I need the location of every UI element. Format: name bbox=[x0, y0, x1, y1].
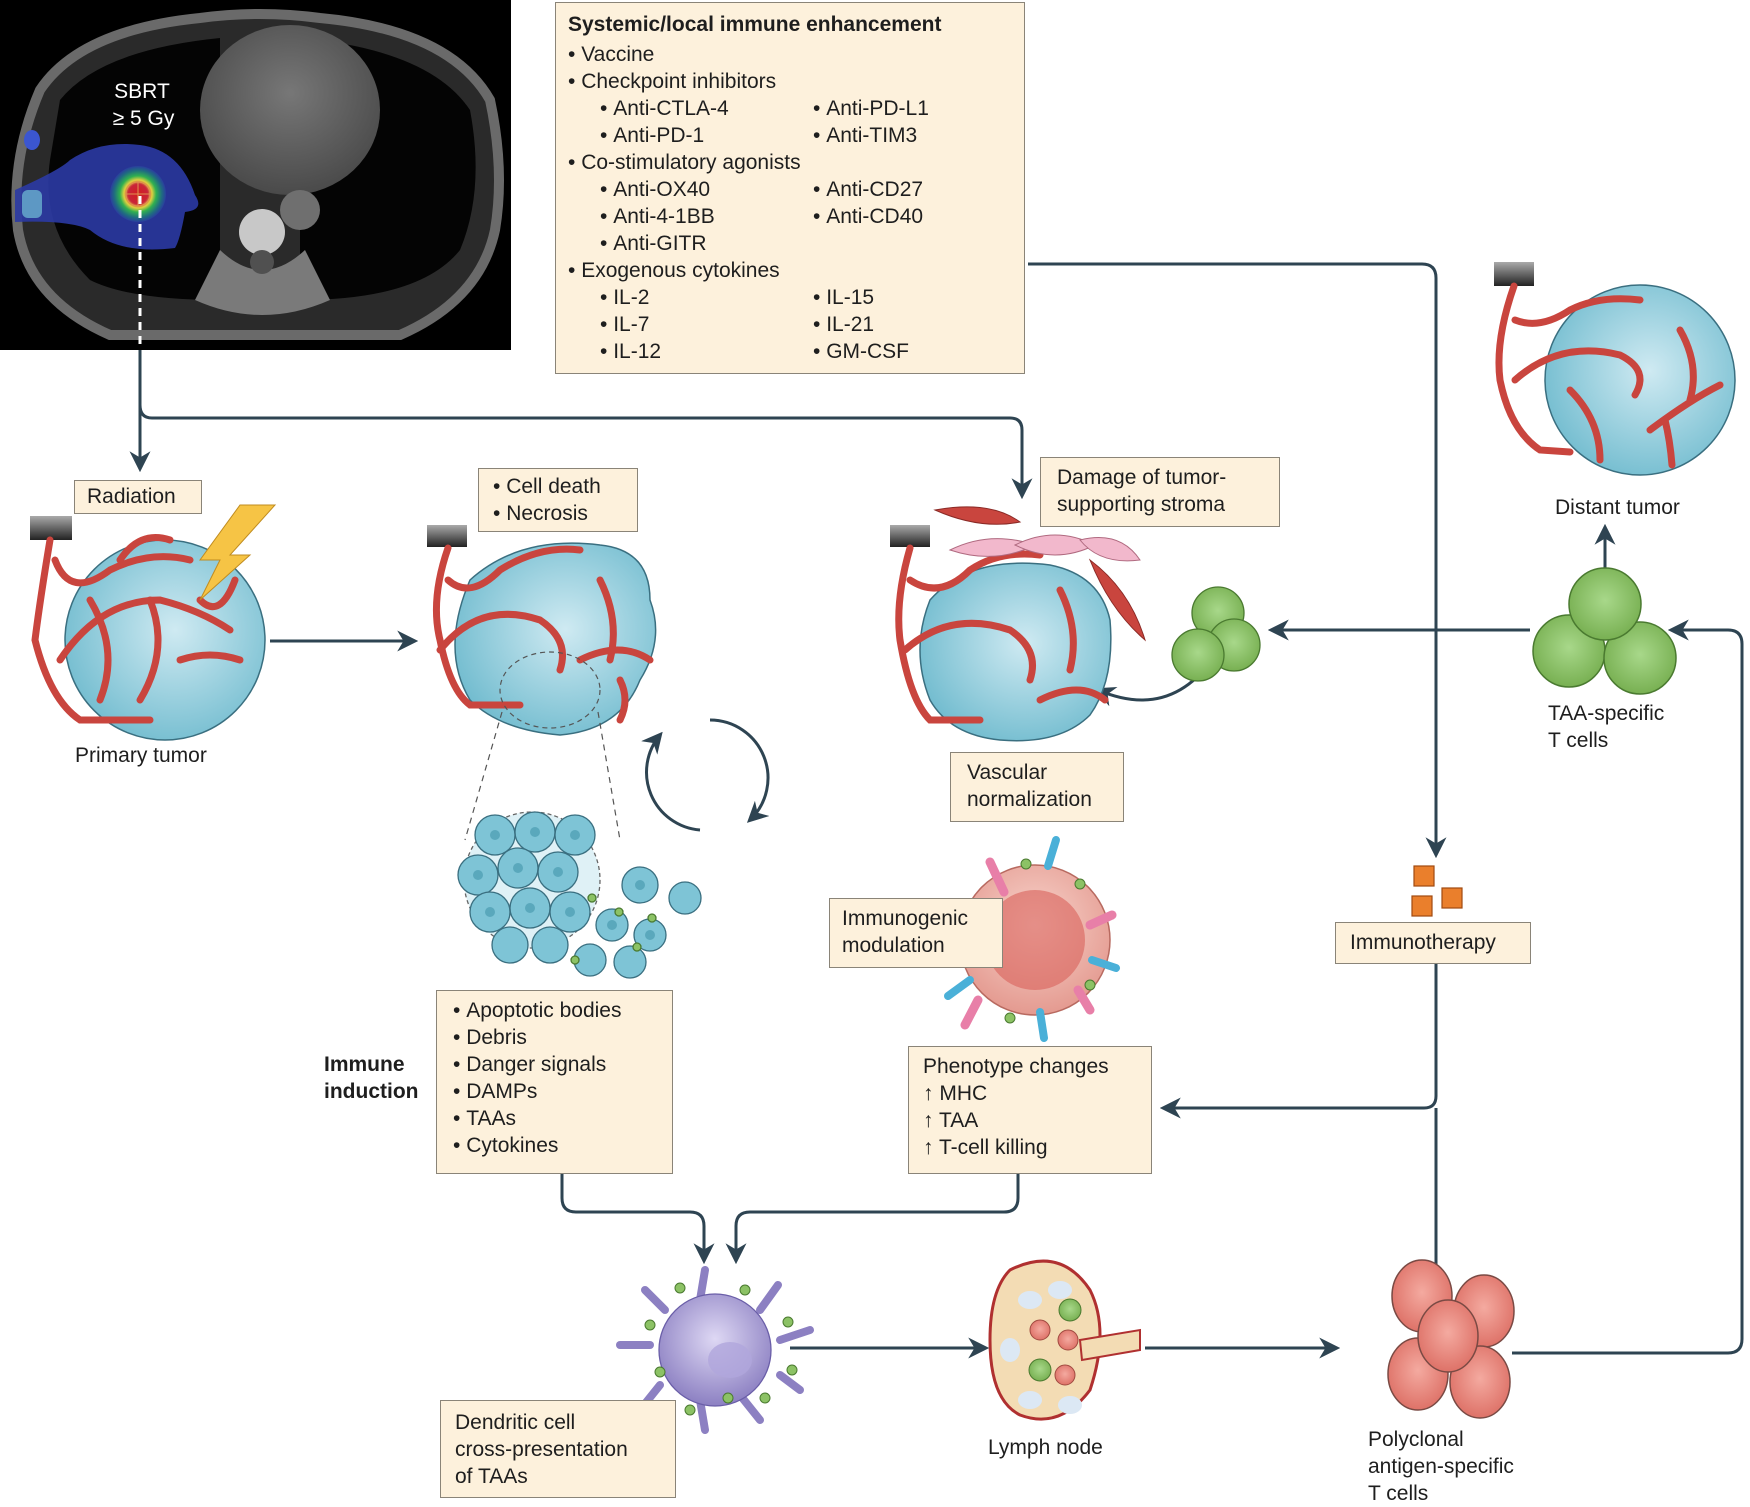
small-t-cells-cluster bbox=[1171, 586, 1261, 682]
up-arrow-icon: ↑ bbox=[923, 1136, 934, 1159]
arrow-phenotype-to-dc bbox=[725, 1172, 1020, 1265]
subitem: Anti-4-1BB bbox=[600, 203, 813, 230]
cell-death-box: Cell death Necrosis bbox=[478, 468, 638, 532]
immune-enhancement-box: Systemic/local immune enhancement Vaccin… bbox=[555, 2, 1025, 374]
immunotherapy-box: Immunotherapy bbox=[1335, 922, 1531, 964]
arrow-to-stroma bbox=[138, 404, 1033, 500]
arrow-induction-to-dc bbox=[560, 1172, 715, 1265]
subitem: GM-CSF bbox=[813, 338, 1013, 365]
subitem: IL-7 bbox=[600, 311, 813, 338]
subitem: IL-12 bbox=[600, 338, 813, 365]
polyclonal-line-1: Polyclonal bbox=[1368, 1428, 1464, 1451]
radiation-label: Radiation bbox=[87, 485, 176, 508]
subitem: Anti-GITR bbox=[600, 230, 813, 257]
polyclonal-line-2: antigen-specific bbox=[1368, 1455, 1514, 1478]
radiation-box: Radiation bbox=[74, 480, 202, 514]
immunogenic-modulation-box: Immunogenic modulation bbox=[829, 898, 1003, 968]
phenotype-changes-box: Phenotype changes ↑ MHC ↑ TAA ↑ T-cell k… bbox=[908, 1046, 1152, 1174]
dose-label: ≥ 5 Gy bbox=[112, 107, 175, 130]
stroma-line-2: supporting stroma bbox=[1057, 493, 1226, 516]
immunotherapy-label: Immunotherapy bbox=[1350, 931, 1496, 954]
phenotype-item: ↑ T-cell killing bbox=[923, 1136, 1048, 1159]
dendritic-cell bbox=[616, 1266, 814, 1434]
induction-items-box: Apoptotic bodies Debris Danger signals D… bbox=[436, 990, 673, 1174]
lymph-node-label: Lymph node bbox=[988, 1436, 1103, 1459]
induction-item: DAMPs bbox=[453, 1078, 656, 1105]
arrow-enhancement-to-immunotherapy bbox=[1028, 262, 1447, 859]
taa-cells-line-1: TAA-specific bbox=[1548, 702, 1665, 725]
arrow-immunotherapy-to-phenotype bbox=[1159, 930, 1438, 1119]
induction-item: Apoptotic bodies bbox=[453, 997, 656, 1024]
irradiated-tumor-illustration bbox=[427, 525, 657, 841]
phenotype-title: Phenotype changes bbox=[923, 1055, 1109, 1078]
subitem: Anti-PD-L1 bbox=[813, 95, 1013, 122]
subitem: IL-21 bbox=[813, 311, 1013, 338]
ct-scan-image: SBRT ≥ 5 Gy bbox=[0, 0, 511, 350]
cycle-arrow-left bbox=[641, 731, 701, 832]
vascular-line-2: normalization bbox=[967, 788, 1092, 811]
dc-line-3: of TAAs bbox=[455, 1465, 528, 1488]
distant-tumor-label: Distant tumor bbox=[1555, 496, 1680, 519]
modulation-line-2: modulation bbox=[842, 934, 945, 957]
taa-cells-line-2: T cells bbox=[1548, 729, 1609, 752]
subitem: Anti-CD27 bbox=[813, 176, 1013, 203]
subitem: Anti-CTLA-4 bbox=[600, 95, 813, 122]
item-cytokines: Exogenous cytokines bbox=[568, 257, 1012, 284]
vascular-normalization-box: Vascular normalization bbox=[950, 752, 1124, 822]
dendritic-cell-box: Dendritic cell cross-presentation of TAA… bbox=[440, 1400, 676, 1498]
phenotype-item: ↑ MHC bbox=[923, 1082, 988, 1105]
stroma-damage-box: Damage of tumor- supporting stroma bbox=[1040, 457, 1280, 527]
item-costimulatory: Co-stimulatory agonists bbox=[568, 149, 1012, 176]
subitem: Anti-PD-1 bbox=[600, 122, 813, 149]
polyclonal-line-3: T cells bbox=[1368, 1482, 1429, 1505]
stroma-tumor-illustration bbox=[890, 506, 1146, 742]
subitem: Anti-CD40 bbox=[813, 203, 1013, 230]
costim-subitems: Anti-OX40 Anti-CD27 Anti-4-1BB Anti-CD40… bbox=[568, 176, 1012, 257]
dc-line-2: cross-presentation bbox=[455, 1438, 628, 1461]
subitem: Anti-OX40 bbox=[600, 176, 813, 203]
taa-t-cells-illustration bbox=[1532, 567, 1677, 695]
cycle-arrow-right bbox=[709, 718, 770, 823]
cell-death-item: Cell death bbox=[493, 473, 623, 500]
enhancement-title: Systemic/local immune enhancement bbox=[568, 13, 942, 36]
induction-item: TAAs bbox=[453, 1105, 656, 1132]
dc-line-1: Dendritic cell bbox=[455, 1411, 576, 1434]
distant-tumor-illustration bbox=[1494, 262, 1736, 476]
stroma-line-1: Damage of tumor- bbox=[1057, 466, 1227, 489]
checkpoint-subitems: Anti-CTLA-4 Anti-PD-L1 Anti-PD-1 Anti-TI… bbox=[568, 95, 1012, 149]
phenotype-item: ↑ TAA bbox=[923, 1109, 979, 1132]
primary-tumor-illustration bbox=[30, 504, 277, 741]
lymph-node-illustration bbox=[988, 1259, 1141, 1421]
immune-induction-line-1: Immune bbox=[324, 1053, 405, 1076]
induction-item: Danger signals bbox=[453, 1051, 656, 1078]
up-arrow-icon: ↑ bbox=[923, 1082, 934, 1105]
subitem: IL-2 bbox=[600, 284, 813, 311]
cytokine-subitems: IL-2 IL-15 IL-7 IL-21 IL-12 GM-CSF bbox=[568, 284, 1012, 365]
dying-cells-cluster bbox=[457, 811, 702, 979]
item-checkpoint: Checkpoint inhibitors bbox=[568, 68, 1012, 95]
primary-tumor-label: Primary tumor bbox=[75, 744, 207, 767]
polyclonal-t-cells bbox=[1387, 1259, 1515, 1419]
immune-induction-line-2: induction bbox=[324, 1080, 419, 1103]
sbrt-label: SBRT bbox=[114, 80, 170, 103]
arrow-polyclonal-to-taa bbox=[1512, 619, 1744, 1355]
modulation-line-1: Immunogenic bbox=[842, 907, 969, 930]
subitem: IL-15 bbox=[813, 284, 1013, 311]
vascular-line-1: Vascular bbox=[967, 761, 1048, 784]
immunotherapy-icon bbox=[1411, 865, 1463, 917]
up-arrow-icon: ↑ bbox=[923, 1109, 934, 1132]
necrosis-item: Necrosis bbox=[493, 500, 623, 527]
induction-item: Cytokines bbox=[453, 1132, 656, 1159]
ct-scan-graphic bbox=[11, 9, 504, 350]
item-vaccine: Vaccine bbox=[568, 41, 1012, 68]
induction-item: Debris bbox=[453, 1024, 656, 1051]
subitem: Anti-TIM3 bbox=[813, 122, 1013, 149]
